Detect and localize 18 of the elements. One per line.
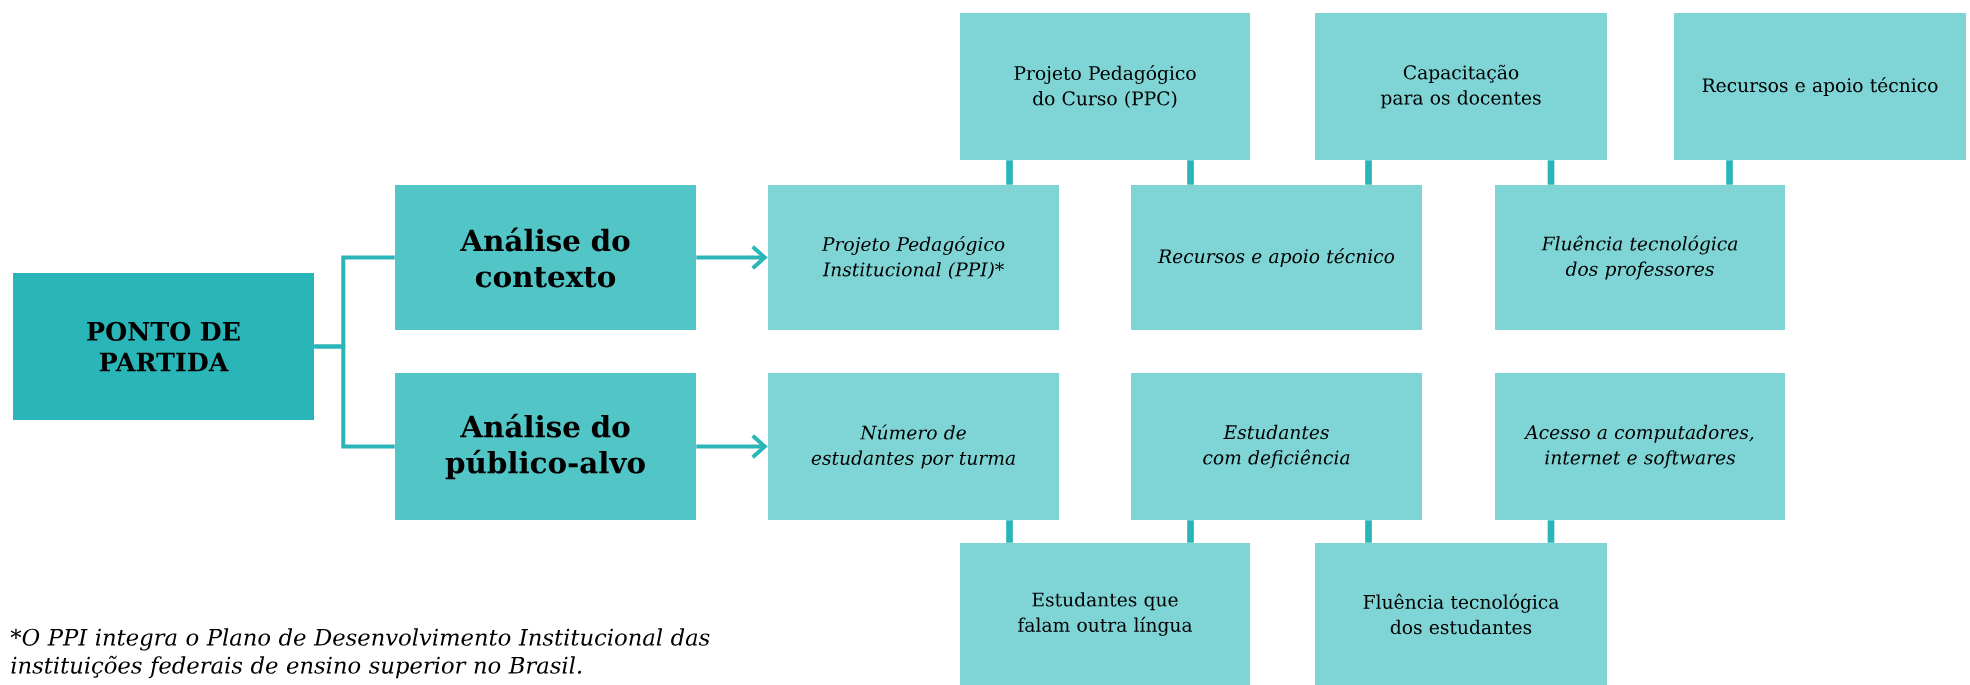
arrow	[696, 434, 768, 459]
item-box: Capacitação para os docentes	[1315, 13, 1607, 160]
item-box: Projeto Pedagógico do Curso (PPC)	[960, 13, 1250, 160]
item-box: Fluência tecnológica dos estudantes	[1315, 543, 1607, 685]
connector-line	[314, 344, 395, 449]
item-box: Estudantes com deficiência	[1131, 373, 1422, 520]
item-box: Estudantes que falam outra língua	[960, 543, 1250, 685]
item-box: Recursos e apoio técnico	[1131, 185, 1422, 330]
topic-box: Análise do público-alvo	[395, 373, 696, 520]
item-box: Projeto Pedagógico Institucional (PPI)*	[768, 185, 1059, 330]
item-box: Recursos e apoio técnico	[1674, 13, 1966, 160]
start-box: PONTO DE PARTIDA	[13, 273, 314, 420]
item-box: Número de estudantes por turma	[768, 373, 1059, 520]
topic-box: Análise do contexto	[395, 185, 696, 330]
item-box: Fluência tecnológica dos professores	[1495, 185, 1785, 330]
arrow	[696, 245, 768, 270]
item-box: Acesso a computadores, internet e softwares	[1495, 373, 1785, 520]
footnote: *O PPI integra o Plano de Desenvolvimento Institucional das instituições federais de ensino superior no Brasil.	[10, 628, 710, 679]
